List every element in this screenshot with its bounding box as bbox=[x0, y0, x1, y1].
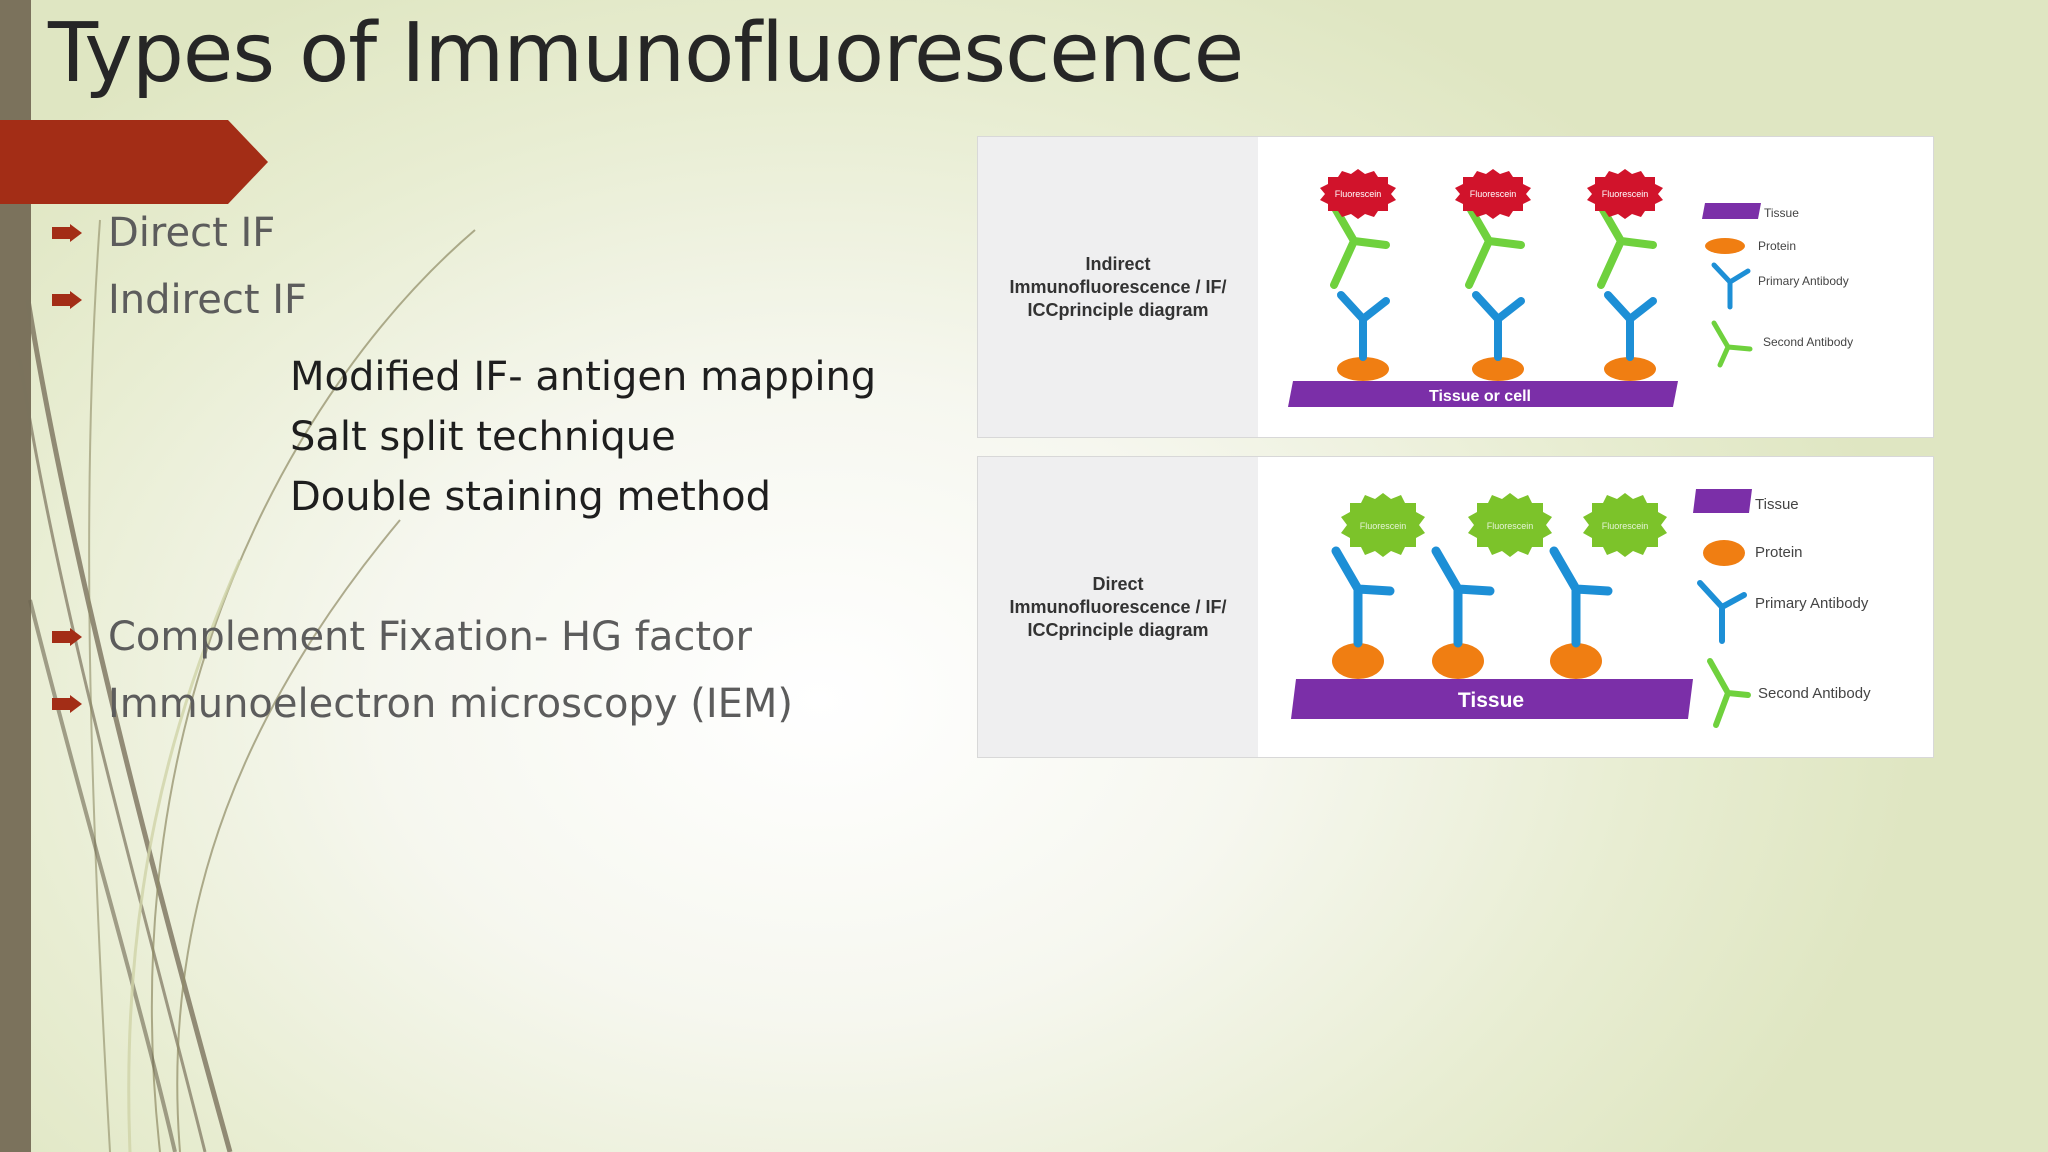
bullet-arrow-icon bbox=[52, 695, 82, 713]
bullet-text: Complement Fixation- HG factor bbox=[108, 614, 752, 660]
legend-primary-label: Primary Antibody bbox=[1758, 274, 1849, 288]
protein-shape bbox=[1604, 357, 1656, 381]
antibody-stack-3: Fluorescein bbox=[1587, 169, 1663, 381]
legend-tissue-label: Tissue bbox=[1764, 206, 1799, 220]
bullet-text: Direct IF bbox=[108, 210, 276, 256]
legend-protein-label: Protein bbox=[1755, 544, 1803, 561]
fluorophore-red-shape bbox=[1320, 169, 1396, 219]
legend-protein-swatch bbox=[1703, 540, 1745, 566]
direct-antibody-1: Fluorescein bbox=[1331, 493, 1425, 679]
bullet-complement-fixation: Complement Fixation- HG factor bbox=[52, 614, 752, 660]
protein-shape bbox=[1472, 357, 1524, 381]
antibody-stack-1: Fluorescein bbox=[1320, 169, 1396, 381]
slide-title: Types of Immunofluorescence bbox=[48, 6, 1244, 101]
protein-shape bbox=[1550, 643, 1602, 679]
bullet-text: Indirect IF bbox=[108, 277, 308, 323]
direct-antibody-3: Fluorescein bbox=[1549, 493, 1667, 679]
fluorophore-label: Fluorescein bbox=[1602, 521, 1649, 531]
fluorophore-green-shape bbox=[1468, 493, 1552, 557]
protein-shape bbox=[1432, 643, 1484, 679]
legend-protein-swatch bbox=[1705, 238, 1745, 254]
sub-item-double-staining: Double staining method bbox=[290, 474, 771, 520]
primary-antibody-shape bbox=[1331, 546, 1395, 648]
fluorophore-green-shape bbox=[1341, 493, 1425, 557]
legend-tissue-swatch bbox=[1693, 489, 1752, 513]
legend-primary-antibody-icon bbox=[1711, 262, 1751, 310]
bullet-arrow-icon bbox=[52, 224, 82, 242]
antibody-stack-2: Fluorescein bbox=[1455, 169, 1531, 381]
fluorophore-label: Fluorescein bbox=[1487, 521, 1534, 531]
fluorophore-red-shape bbox=[1587, 169, 1663, 219]
fluorophore-green-shape bbox=[1583, 493, 1667, 557]
indirect-if-diagram: Indirect Immunofluorescence / IF/ ICCpri… bbox=[977, 136, 1934, 438]
legend-second-antibody-icon bbox=[1711, 320, 1753, 368]
primary-antibody-shape bbox=[1337, 291, 1390, 361]
fluorophore-label: Fluorescein bbox=[1602, 189, 1649, 199]
bullet-text: Immunoelectron microscopy (IEM) bbox=[108, 681, 793, 727]
legend-primary-label: Primary Antibody bbox=[1755, 595, 1869, 612]
bullet-iem: Immunoelectron microscopy (IEM) bbox=[52, 681, 793, 727]
legend-tissue-swatch bbox=[1702, 203, 1761, 219]
indirect-diagram-label: Indirect Immunofluorescence / IF/ ICCpri… bbox=[1009, 253, 1227, 320]
primary-antibody-shape bbox=[1431, 546, 1495, 648]
primary-antibody-shape bbox=[1604, 291, 1657, 361]
legend-second-antibody-icon bbox=[1707, 658, 1751, 728]
sub-item-antigen-mapping: Modified IF- antigen mapping bbox=[290, 354, 877, 400]
protein-shape bbox=[1332, 643, 1384, 679]
direct-antibody-2: Fluorescein bbox=[1431, 493, 1552, 679]
bullet-indirect-if: Indirect IF bbox=[52, 277, 307, 323]
legend-primary-antibody-icon bbox=[1697, 580, 1747, 644]
indirect-diagram-art: Tissue or cell Fluorescein Fluorescein bbox=[1288, 169, 1853, 407]
legend-protein-label: Protein bbox=[1758, 239, 1796, 253]
bullet-direct-if: Direct IF bbox=[52, 210, 275, 256]
indirect-diagram-label-box: Indirect Immunofluorescence / IF/ ICCpri… bbox=[978, 137, 1258, 437]
fluorophore-label: Fluorescein bbox=[1335, 189, 1382, 199]
legend-second-label: Second Antibody bbox=[1758, 685, 1871, 702]
bullet-arrow-icon bbox=[52, 291, 82, 309]
tissue-bar-label: Tissue or cell bbox=[1429, 388, 1531, 405]
title-arrow-banner bbox=[0, 120, 268, 204]
direct-diagram-art: Tissue Fluorescein Fluorescein Fluoresce… bbox=[1291, 489, 1871, 728]
fluorophore-red-shape bbox=[1455, 169, 1531, 219]
decorative-curves bbox=[18, 219, 476, 1152]
direct-if-diagram: Direct Immunofluorescence / IF/ ICCprinc… bbox=[977, 456, 1934, 758]
indirect-legend: Tissue Protein Primary Antibody Second A… bbox=[1702, 203, 1853, 368]
fluorophore-label: Fluorescein bbox=[1360, 521, 1407, 531]
sub-item-salt-split: Salt split technique bbox=[290, 414, 676, 460]
bullet-arrow-icon bbox=[52, 628, 82, 646]
direct-diagram-label: Direct Immunofluorescence / IF/ ICCprinc… bbox=[1009, 573, 1227, 640]
primary-antibody-shape bbox=[1549, 546, 1613, 648]
tissue-bar bbox=[1291, 679, 1693, 719]
direct-diagram-label-box: Direct Immunofluorescence / IF/ ICCprinc… bbox=[978, 457, 1258, 757]
direct-legend: Tissue Protein Primary Antibody Second A… bbox=[1693, 489, 1871, 728]
tissue-bar-label: Tissue bbox=[1458, 689, 1524, 712]
legend-second-label: Second Antibody bbox=[1763, 335, 1853, 349]
fluorophore-label: Fluorescein bbox=[1470, 189, 1517, 199]
tissue-bar bbox=[1288, 381, 1678, 407]
protein-shape bbox=[1337, 357, 1389, 381]
primary-antibody-shape bbox=[1472, 291, 1525, 361]
legend-tissue-label: Tissue bbox=[1755, 496, 1799, 513]
